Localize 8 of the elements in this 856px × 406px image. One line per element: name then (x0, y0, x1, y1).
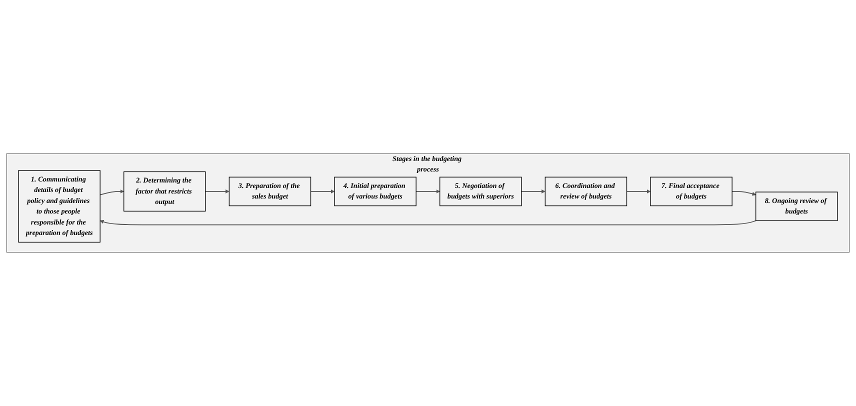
arrow (205, 190, 230, 194)
arrow (521, 190, 546, 194)
arrow (626, 190, 651, 194)
arrow (100, 220, 756, 226)
arrow (732, 191, 756, 196)
arrow (310, 190, 335, 194)
arrow (416, 190, 440, 194)
arrow (100, 190, 124, 196)
